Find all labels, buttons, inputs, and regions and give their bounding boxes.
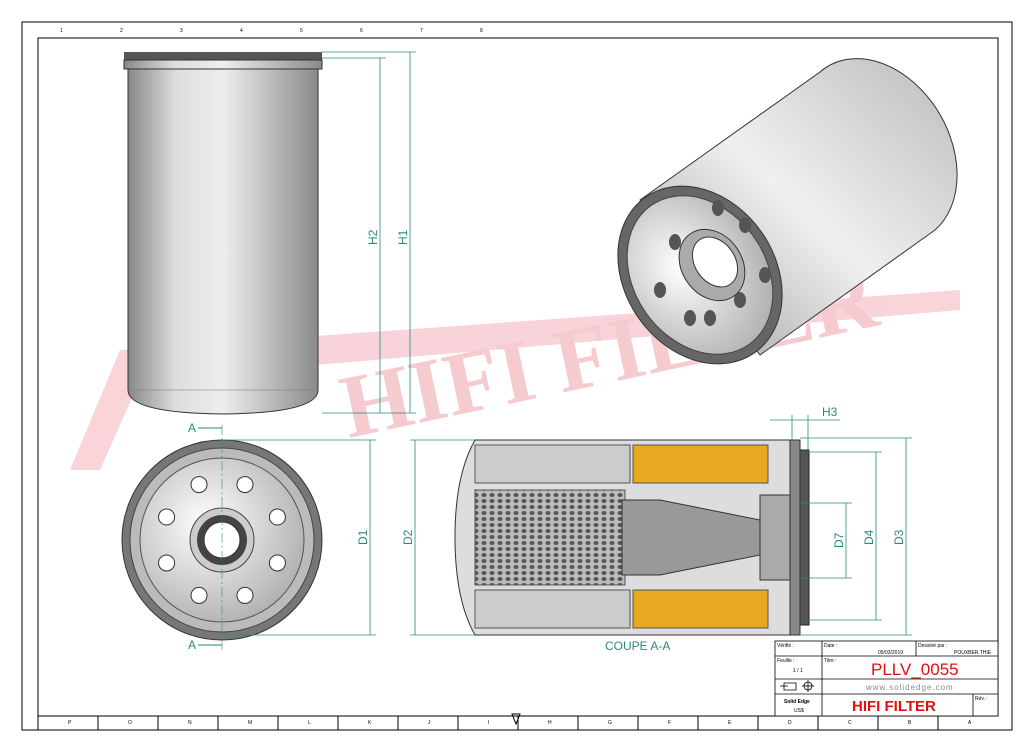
zone-label: 1 [60,28,63,34]
dim-h1-label: H1 [396,229,410,245]
zone-label: B [908,720,912,726]
zone-label: 4 [240,28,243,34]
zone-label: H [548,720,552,726]
zone-label: 6 [360,28,363,34]
zone-label: L [308,720,311,726]
drawing-title: PLLV_0055 [871,660,959,679]
section-marker-bottom: A [188,638,196,652]
zone-label: C [848,720,852,726]
mounting-hole [236,586,254,604]
mounting-hole [236,476,254,494]
section-marker-top: A [188,421,196,435]
dim-d3-label: D3 [892,529,906,545]
dim-h3-label: H3 [822,405,838,419]
dim-h [322,51,416,414]
designer-value: POUXBER THIE [954,650,992,656]
mounting-hole [190,586,208,604]
zone-label: P [68,720,72,726]
zone-label: K [368,720,372,726]
title-block [774,640,999,717]
side-view [123,52,323,415]
website: www.solidedge.com [865,683,954,692]
center-marker-icon [511,713,521,726]
software-name: Solid Edge [784,699,810,705]
zone-label: N [188,720,192,726]
zone-label: 7 [420,28,423,34]
zone-label: F [668,720,671,726]
projection-symbol-icon [780,680,814,692]
zone-label: I [488,720,489,726]
zone-label: A [968,720,972,726]
zone-label: D [788,720,792,726]
company-name: HIFI FILTER [852,698,936,715]
dim-d4-label: D4 [862,529,876,545]
section-label: COUPE A-A [605,639,670,653]
zone-label: 3 [180,28,183,34]
zone-label: 8 [480,28,483,34]
verified-label: Vérifié : [777,643,794,649]
mounting-hole [158,508,176,526]
zone-label: 2 [120,28,123,34]
zone-label: E [728,720,732,726]
mounting-hole [190,476,208,494]
revision-label: Rév. : [975,696,988,702]
date-label: Date : [824,643,837,649]
outer-border [21,21,1013,731]
zone-label: G [608,720,612,726]
zone-label: M [248,720,252,726]
sheet-value: 1 / 1 [793,668,803,674]
date-value: 05/03/2019 [878,650,903,656]
mounting-hole [158,554,176,572]
zone-label: 5 [300,28,303,34]
zone-label: J [428,720,431,726]
units: US$ [794,708,804,714]
sheet-label: Feuille : [777,658,795,664]
iso-view [617,58,958,365]
designer-label: Dessiné par : [918,643,947,649]
dim-d1-label: D1 [356,529,370,545]
section-view [454,439,810,636]
mounting-hole [268,554,286,572]
title-label: Titre : [824,658,837,664]
dim-d2-label: D2 [401,529,415,545]
dim-h2-label: H2 [366,229,380,245]
zone-label: O [128,720,132,726]
bottom-view [121,425,323,650]
mounting-hole [268,508,286,526]
dim-d7-label: D7 [832,532,846,548]
